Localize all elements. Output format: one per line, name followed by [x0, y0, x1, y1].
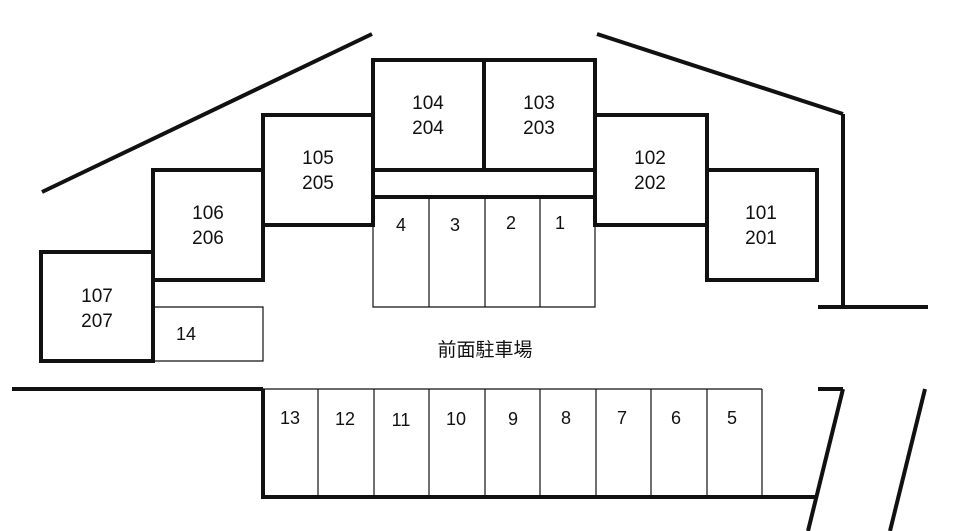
bottom-space-label: 7: [617, 408, 627, 428]
boundary-line-left-diagonal: [41, 32, 373, 194]
front-space-label: 4: [396, 215, 406, 235]
unit-103-number-1: 103: [523, 93, 555, 114]
side-space-label: 14: [176, 324, 196, 344]
bottom-space-label: 9: [508, 409, 518, 429]
unit-labels: 107 207 106 206 105 205 104 204 103 203 …: [81, 93, 777, 332]
bottom-space-label: 11: [392, 410, 411, 430]
bottom-space-label: 12: [335, 409, 355, 429]
unit-101-number-1: 101: [745, 203, 777, 224]
bottom-parking-outline: [261, 389, 818, 499]
unit-102-number-2: 202: [634, 173, 666, 194]
unit-106-number-2: 206: [192, 228, 224, 249]
bottom-space-label: 13: [280, 408, 300, 428]
site-boundary-lines: [12, 32, 928, 531]
side-parking-outline: [153, 306, 264, 362]
unit-106-number-1: 106: [192, 203, 224, 224]
road-line-right-slant: [806, 388, 845, 531]
parking-labels: 4 3 2 1 14 13 12 11 10 9 8 7 6 5 前面駐車場: [176, 213, 737, 430]
unit-103: [482, 58, 597, 172]
unit-107: [39, 250, 155, 363]
bottom-space-label: 10: [446, 409, 466, 429]
unit-104: [371, 58, 486, 172]
front-parking-outline: [372, 197, 596, 308]
unit-104-number-1: 104: [412, 93, 444, 114]
unit-104-number-2: 204: [412, 118, 444, 139]
unit-102: [593, 113, 709, 227]
bottom-space-label: 5: [727, 408, 737, 428]
front-space-label: 1: [555, 213, 565, 233]
parking-lot-label: 前面駐車場: [437, 339, 532, 361]
unit-101: [705, 168, 819, 282]
unit-106: [151, 168, 265, 282]
building: [39, 58, 819, 363]
boundary-line-right-diagonal: [596, 32, 844, 116]
front-space-label: 3: [450, 215, 460, 235]
unit-107-number-1: 107: [81, 286, 113, 307]
unit-107-number-2: 207: [81, 311, 113, 332]
unit-101-number-2: 201: [745, 228, 777, 249]
unit-103-number-2: 203: [523, 118, 555, 139]
unit-105: [261, 113, 375, 227]
front-space-label: 2: [506, 213, 516, 233]
bottom-space-label: 8: [561, 408, 571, 428]
road-line-far-right-slant: [888, 388, 927, 531]
unit-105-number-2: 205: [302, 173, 334, 194]
unit-105-number-1: 105: [302, 148, 334, 169]
bottom-space-label: 6: [671, 408, 681, 428]
unit-102-number-1: 102: [634, 148, 666, 169]
parking-lines: [153, 197, 763, 497]
building-connector: [371, 170, 597, 199]
